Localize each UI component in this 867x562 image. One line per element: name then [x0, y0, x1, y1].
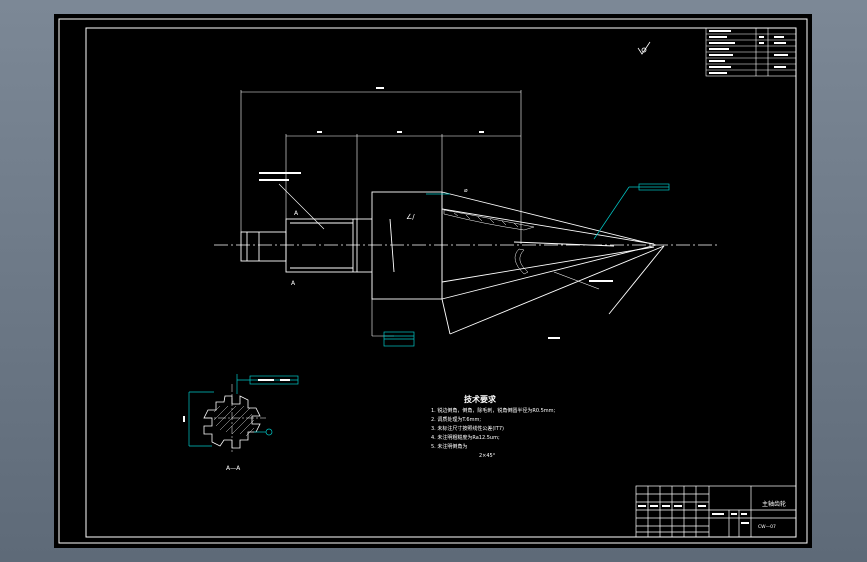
inner-border: [85, 27, 797, 538]
section-label: A—A: [226, 465, 241, 472]
datum-label-left: A: [294, 210, 299, 217]
drawing-sheet: ⌀ ∠/ A A: [54, 14, 812, 548]
shaft-body: [240, 191, 665, 335]
engineering-drawing: ⌀ ∠/ A A: [58, 18, 808, 544]
technical-requirements: 技术要求 1. 锐边倒角，倒角，除毛刺，锐角倒圆半径为R0.5mm; 2. 调质…: [431, 394, 556, 459]
tech-req-item-5: 5. 未注明倒角为: [431, 443, 467, 450]
annotation-text: ⌀ ∠/: [259, 172, 613, 282]
tech-req-item-1: 1. 锐边倒角，倒角，除毛刺，锐角倒圆半径为R0.5mm;: [431, 407, 556, 414]
annotations: [383, 183, 670, 347]
part-name: 主轴齿轮: [762, 500, 786, 508]
dimension-values: [317, 87, 560, 339]
title-block-text: [638, 505, 749, 524]
outer-border: [58, 18, 808, 544]
hatched-section: [443, 209, 535, 275]
leader-lines: [278, 183, 600, 290]
tech-req-chamfer: 2×45°: [479, 453, 496, 459]
tech-req-item-4: 4. 未注明粗糙度为Ra12.5um;: [431, 434, 500, 441]
title-block: [635, 485, 797, 538]
datum-label-right: A: [291, 280, 296, 287]
svg-text:⌀: ⌀: [464, 187, 468, 194]
parameter-table: [705, 27, 797, 77]
tech-req-item-3: 3. 未标注尺寸按照线性公差(IT7): [431, 425, 504, 432]
roughness-symbol: [637, 41, 651, 55]
spline-section-view: [183, 374, 299, 454]
tech-req-title: 技术要求: [464, 394, 497, 404]
tech-req-item-2: 2. 调质处理为T.6mm;: [431, 416, 481, 423]
drawing-number: CW—07: [758, 524, 776, 530]
svg-text:∠/: ∠/: [406, 213, 415, 221]
parameter-table-text: [709, 30, 788, 74]
